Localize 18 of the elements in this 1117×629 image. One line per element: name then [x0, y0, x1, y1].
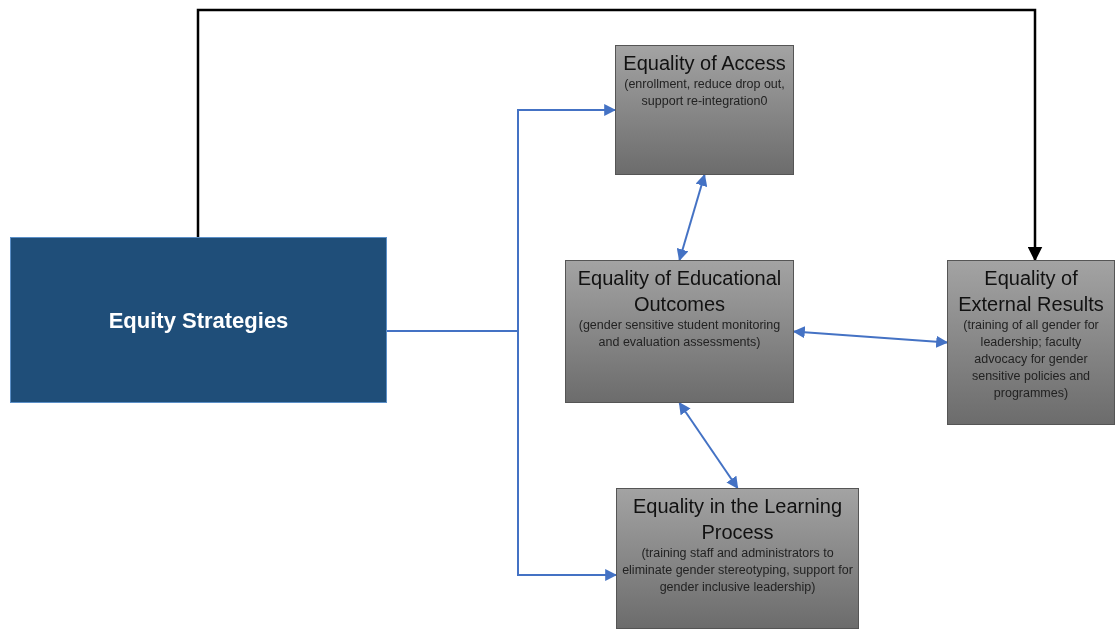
box-title: Equality of External Results — [957, 266, 1105, 317]
outcome-box — [947, 260, 1115, 425]
box-title: Equality of Educational Outcomes — [576, 266, 783, 317]
box-title: Equity Strategies — [108, 306, 289, 335]
outcome-box — [615, 45, 794, 175]
connector-line — [196, 8, 1043, 262]
arrow — [676, 173, 708, 262]
outcome-box — [565, 260, 794, 403]
strategy-box — [10, 237, 387, 403]
box-title: Equality in the Learning Process — [631, 494, 843, 545]
arrow — [678, 402, 739, 489]
outcome-box — [616, 488, 859, 629]
box-description: (training staff and administrators to eliminate gender stereotyping, support for gender inclusive leadership) — [622, 545, 853, 596]
box-title: Equality of Access — [623, 51, 786, 76]
box-description: (gender sensitive student monitoring and evaluation assessments) — [577, 317, 782, 351]
arrow — [792, 326, 949, 348]
box-description: (enrollment, reduce drop out, support re-integration0 — [623, 76, 786, 110]
box-description: (training of all gender for leadership; faculty advocacy for gender sensitive policies and programmes) — [962, 317, 1100, 402]
